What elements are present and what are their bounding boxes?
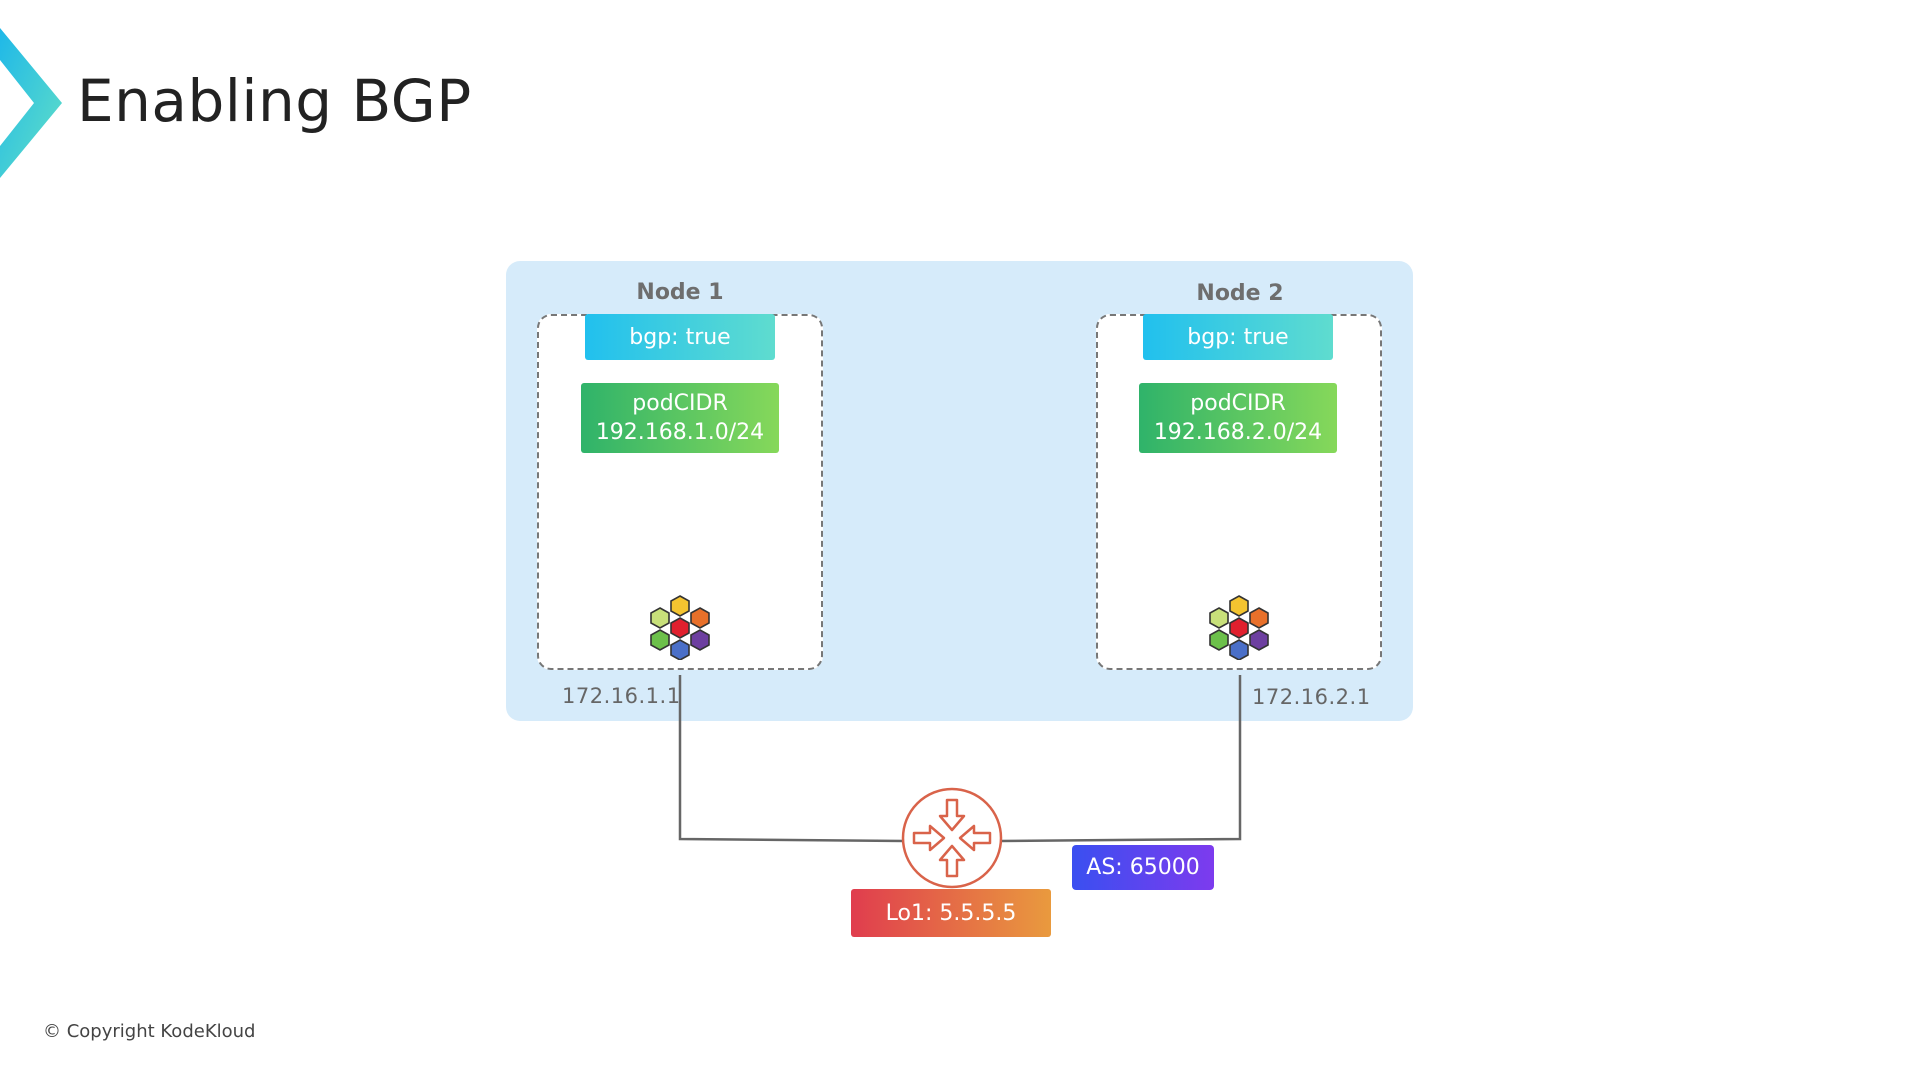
node-1-label: Node 1 (636, 280, 724, 305)
calico-hexagon-icon (650, 595, 710, 660)
node-1-bgp-badge: bgp: true (585, 314, 775, 360)
node-1-podcidr-badge: podCIDR 192.168.1.0/24 (581, 383, 779, 453)
node-1-ip: 172.16.1.1 (562, 684, 681, 708)
router-loopback-badge: Lo1: 5.5.5.5 (851, 889, 1051, 937)
calico-hexagon-icon (1209, 595, 1269, 660)
router-icon (901, 787, 1003, 889)
kodekloud-chevron-logo (0, 28, 62, 178)
link-node1-router (678, 675, 906, 843)
slide-title: Enabling BGP (77, 67, 472, 135)
node-2-bgp-badge: bgp: true (1143, 314, 1333, 360)
node-2-podcidr-value: 192.168.2.0/24 (1153, 420, 1323, 445)
node-2-podcidr-badge: podCIDR 192.168.2.0/24 (1139, 383, 1337, 453)
node-2-ip: 172.16.2.1 (1252, 685, 1371, 709)
node-2-podcidr-title: podCIDR (1190, 391, 1286, 416)
node-1-box (537, 314, 823, 670)
node-1-podcidr-title: podCIDR (632, 391, 728, 416)
as-number-badge: AS: 65000 (1072, 845, 1214, 890)
link-node2-router (999, 675, 1242, 843)
copyright-footer: © Copyright KodeKloud (43, 1021, 256, 1042)
node-2-label: Node 2 (1196, 281, 1284, 306)
node-1-podcidr-value: 192.168.1.0/24 (595, 420, 765, 445)
